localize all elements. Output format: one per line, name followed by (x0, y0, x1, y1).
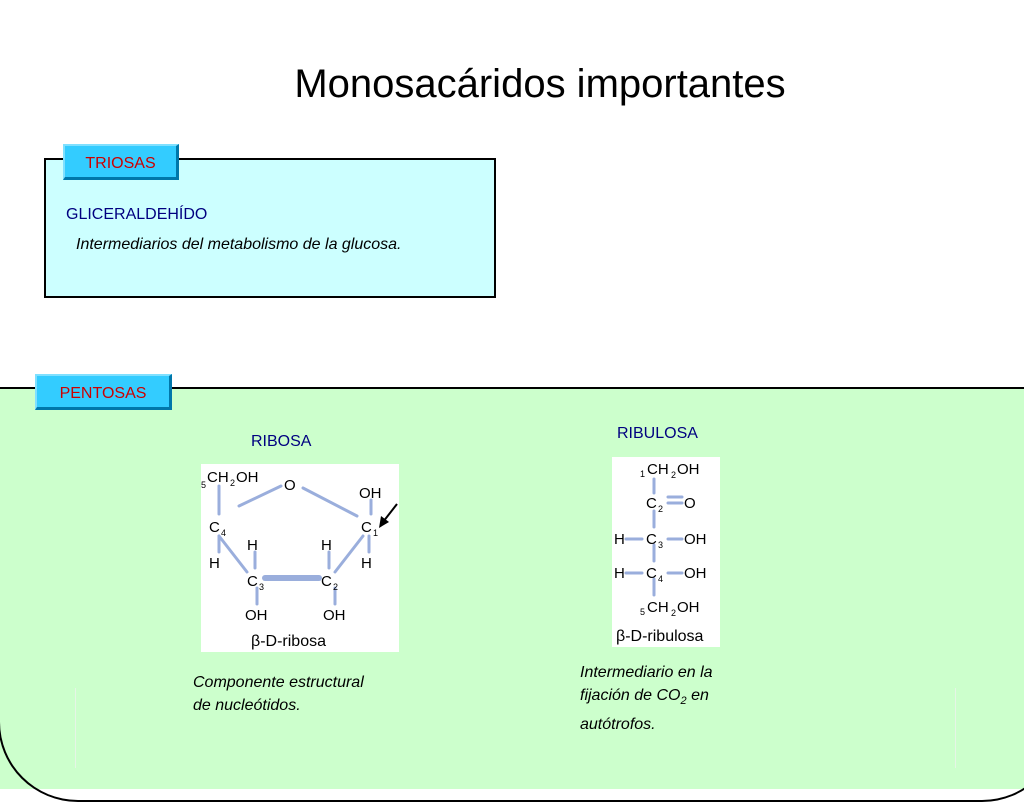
svg-text:H: H (614, 531, 625, 548)
ribulosa-description-text: en (686, 687, 709, 704)
svg-text:OH: OH (677, 461, 700, 478)
svg-text:C: C (646, 495, 657, 512)
co2-subscript: 2 (680, 695, 687, 708)
panel-guide-line (75, 688, 76, 768)
svg-text:5: 5 (201, 480, 206, 490)
svg-text:2: 2 (230, 478, 235, 488)
ribosa-description-line: Componente estructural (193, 674, 364, 691)
svg-text:OH: OH (684, 531, 707, 548)
ribulosa-description-line: Intermediario en la (580, 664, 713, 681)
gliceraldehido-name: GLICERALDEHÍDO (66, 206, 208, 223)
svg-text:2: 2 (658, 504, 663, 514)
panel-guide-line (955, 688, 956, 768)
svg-text:OH: OH (245, 607, 268, 624)
svg-text:OH: OH (677, 599, 700, 616)
svg-text:OH: OH (359, 485, 382, 502)
svg-text:5: 5 (640, 607, 645, 617)
svg-text:C: C (646, 565, 657, 582)
ribulosa-caption: β-D-ribulosa (616, 628, 704, 645)
ribulosa-structure-diagram: 1 CH 2 OH C 2 O H C 3 OH H C 4 OH 5 CH 2… (614, 461, 707, 645)
ribulosa-description-text: fijación de CO (580, 687, 681, 704)
svg-text:O: O (284, 477, 296, 494)
svg-text:2: 2 (671, 608, 676, 618)
svg-text:2: 2 (671, 470, 676, 480)
slide-title: Monosacáridos importantes (294, 62, 786, 106)
ribulosa-description-line: autótrofos. (580, 716, 656, 734)
svg-text:2: 2 (333, 582, 338, 592)
pentosas-tab: PENTOSAS (35, 374, 172, 410)
svg-text:C: C (321, 573, 332, 590)
svg-text:1: 1 (373, 528, 378, 538)
pentosas-panel (0, 387, 1024, 789)
svg-text:4: 4 (221, 528, 226, 538)
ribosa-structure-diagram: 5 CH 2 OH O OH C 4 C 1 H H H H C 3 C 2 O… (201, 469, 398, 650)
ribulosa-structure: 1 CH 2 OH C 2 O H C 3 OH H C 4 OH 5 CH 2… (612, 457, 720, 647)
gliceraldehido-description: Intermediarios del metabolismo de la glu… (76, 236, 402, 253)
svg-text:OH: OH (684, 565, 707, 582)
svg-text:3: 3 (259, 582, 264, 592)
ribosa-description: Componente estructural de nucleótidos. (193, 671, 423, 717)
svg-text:H: H (321, 537, 332, 554)
triosas-tab: TRIOSAS (63, 144, 179, 180)
svg-text:C: C (247, 573, 258, 590)
svg-text:CH: CH (647, 599, 669, 616)
svg-text:H: H (247, 537, 258, 554)
svg-text:C: C (209, 519, 220, 536)
svg-text:OH: OH (236, 469, 259, 486)
svg-text:C: C (361, 519, 372, 536)
svg-text:C: C (646, 531, 657, 548)
svg-text:O: O (684, 495, 696, 512)
ribosa-name: RIBOSA (251, 433, 312, 450)
svg-text:OH: OH (323, 607, 346, 624)
ribosa-caption: β-D-ribosa (251, 633, 326, 650)
svg-text:H: H (209, 555, 220, 572)
triosas-box (44, 158, 496, 298)
svg-text:CH: CH (647, 461, 669, 478)
ribulosa-name: RIBULOSA (617, 425, 698, 442)
svg-text:4: 4 (658, 574, 663, 584)
ribosa-description-line: de nucleótidos. (193, 697, 301, 714)
ribosa-structure: 5 CH 2 OH O OH C 4 C 1 H H H H C 3 C 2 O… (201, 464, 399, 652)
svg-text:H: H (361, 555, 372, 572)
ribulosa-description: Intermediario en la fijación de CO2 en a… (580, 661, 760, 736)
svg-text:CH: CH (207, 469, 229, 486)
svg-text:H: H (614, 565, 625, 582)
ribulosa-description-line: fijación de CO2 en (580, 684, 760, 713)
svg-text:1: 1 (640, 469, 645, 479)
svg-text:3: 3 (658, 540, 663, 550)
